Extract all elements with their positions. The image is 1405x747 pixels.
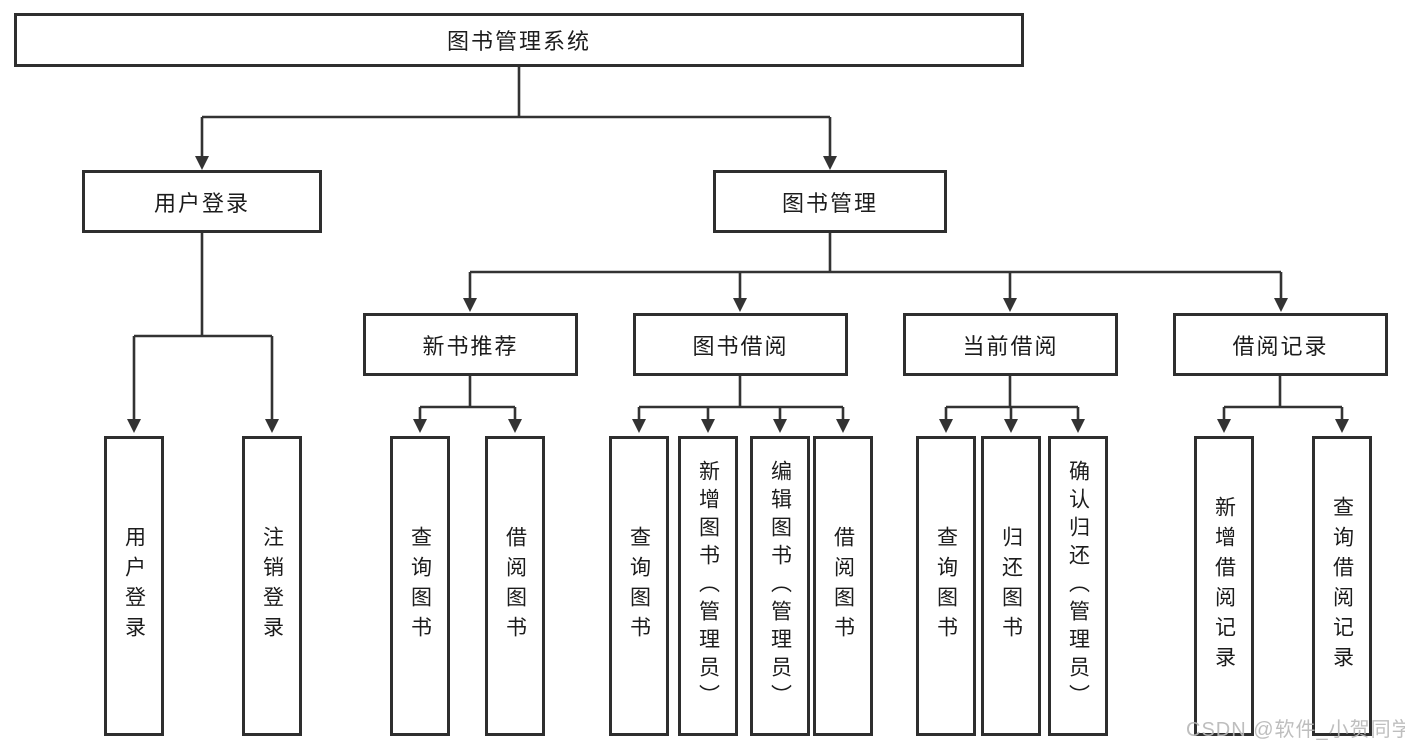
leaf-user-login: 用户登录 — [104, 436, 164, 736]
node-book-management: 图书管理 — [713, 170, 947, 233]
leaf-borrow-borrow-books: 借阅图书 — [813, 436, 873, 736]
leaf-record-query-borrow-record: 查询借阅记录 — [1312, 436, 1372, 736]
node-root-library-system: 图书管理系统 — [14, 13, 1024, 67]
node-borrow-record: 借阅记录 — [1173, 313, 1388, 376]
node-new-book-recommend: 新书推荐 — [363, 313, 578, 376]
leaf-current-query-books: 查询图书 — [916, 436, 976, 736]
leaf-borrow-query-books: 查询图书 — [609, 436, 669, 736]
node-book-borrow: 图书借阅 — [633, 313, 848, 376]
node-current-borrow: 当前借阅 — [903, 313, 1118, 376]
leaf-recommend-query-books: 查询图书 — [390, 436, 450, 736]
csdn-watermark: CSDN @软件_小贺同学 — [1186, 719, 1405, 741]
leaf-record-add-borrow-record: 新增借阅记录 — [1194, 436, 1254, 736]
arrowheads — [127, 156, 1349, 433]
leaf-current-confirm-return-admin: 确认归还（管理员） — [1048, 436, 1108, 736]
leaf-borrow-add-books-admin: 新增图书（管理员） — [678, 436, 738, 736]
leaf-logout: 注销登录 — [242, 436, 302, 736]
leaf-current-return-books: 归还图书 — [981, 436, 1041, 736]
leaf-borrow-edit-books-admin: 编辑图书（管理员） — [750, 436, 810, 736]
node-user-login: 用户登录 — [82, 170, 322, 233]
leaf-recommend-borrow-books: 借阅图书 — [485, 436, 545, 736]
